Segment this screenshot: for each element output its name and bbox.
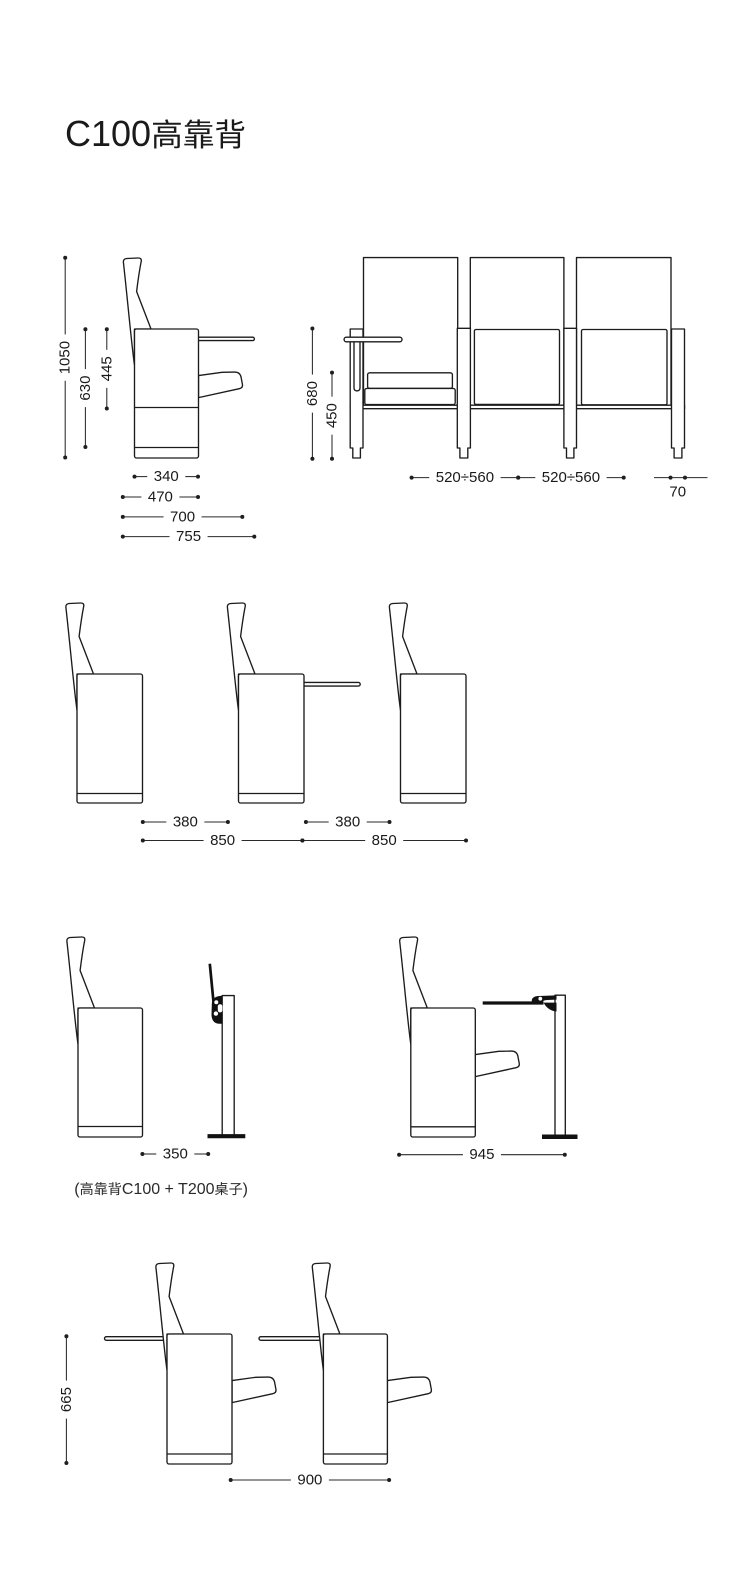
folded-seat-2 — [473, 328, 561, 406]
t200-open-hinge-top — [531, 995, 557, 1003]
dim-back-height: 630 — [77, 327, 94, 449]
row-chair-2-tablet — [301, 681, 361, 687]
dim-70: 70 — [654, 475, 708, 500]
t200-open-pole — [554, 994, 566, 1138]
svg-text:680: 680 — [304, 381, 321, 406]
dim-340: 340 — [132, 468, 200, 485]
svg-text:445: 445 — [98, 356, 115, 381]
svg-text:380: 380 — [173, 814, 198, 831]
svg-text:520÷560: 520÷560 — [542, 469, 600, 486]
tablet-support — [353, 340, 361, 392]
svg-text:470: 470 — [148, 489, 173, 506]
svg-text:630: 630 — [77, 376, 94, 401]
row-chair-1 — [65, 602, 144, 804]
hinge-hole-3 — [538, 996, 543, 1001]
side-chair-open-seat — [122, 257, 256, 459]
tablet-chair-1 — [103, 1262, 277, 1465]
dim-seat-height: 445 — [98, 327, 115, 411]
svg-text:1050: 1050 — [57, 341, 74, 374]
tablet-chair-2 — [258, 1262, 433, 1465]
page-title: C100高靠背 — [65, 113, 246, 154]
tablet-chair-1-board — [103, 1336, 170, 1341]
svg-text:900: 900 — [297, 1472, 322, 1489]
open-seat-cushion-top — [366, 372, 454, 390]
t200-table-folded — [207, 963, 246, 1139]
svg-text:520÷560: 520÷560 — [436, 469, 494, 486]
hinge-hole-1 — [214, 1000, 219, 1005]
dim-680: 680 — [304, 326, 321, 461]
folded-seat-3 — [580, 328, 668, 406]
hinge-hole-2 — [213, 1011, 219, 1016]
svg-text:665: 665 — [58, 1387, 75, 1412]
dim-945: 945 — [397, 1146, 567, 1163]
figure-tablet-row-spacing: 665 900 — [58, 1262, 433, 1489]
dim-pitch-1: 520÷560 — [409, 469, 521, 486]
dim-380-left: 380 — [140, 814, 230, 831]
figure-chair-with-t200: 350 945 (高靠背C100 + T200桌子) — [66, 936, 578, 1198]
row-chair-2 — [226, 602, 361, 804]
dim-700: 700 — [120, 508, 245, 525]
t200-chair-folded — [66, 936, 144, 1138]
front-row-drawing — [343, 256, 686, 459]
svg-text:850: 850 — [372, 832, 397, 849]
dim-350: 350 — [140, 1146, 211, 1163]
front-tablet-board — [343, 336, 403, 343]
figure-single-seat-side: 1050 630 445 340 470 700 755 — [57, 255, 257, 545]
dim-450: 450 — [324, 370, 341, 461]
svg-text:700: 700 — [170, 508, 195, 525]
dim-850-left: 850 — [140, 832, 305, 849]
svg-text:850: 850 — [210, 832, 235, 849]
svg-text:350: 350 — [163, 1146, 188, 1163]
dim-470: 470 — [120, 489, 200, 506]
chair-seat-box — [133, 328, 200, 459]
seat-cushion — [197, 371, 244, 399]
tablet-chair-2-board — [258, 1336, 326, 1341]
t200-folded-pole — [221, 994, 235, 1136]
t200-folded-hinge — [211, 995, 223, 1024]
dim-total-height: 1050 — [57, 255, 74, 460]
t200-chair-open — [398, 936, 520, 1138]
figure-caption: (高靠背C100 + T200桌子) — [74, 1181, 248, 1198]
dim-755: 755 — [120, 528, 257, 545]
figure-row-spacing-side: 380 380 850 850 — [65, 602, 468, 849]
svg-text:755: 755 — [176, 528, 201, 545]
bottom-rail — [349, 404, 686, 410]
hinge-notch — [217, 1004, 223, 1013]
svg-text:70: 70 — [669, 483, 686, 500]
open-seat-cushion-base — [364, 387, 456, 406]
svg-text:450: 450 — [324, 403, 341, 428]
dim-pitch-2: 520÷560 — [516, 469, 626, 486]
t200-table-open — [482, 994, 578, 1140]
end-panel-right — [670, 328, 686, 459]
dim-900: 900 — [228, 1472, 392, 1489]
t200-open-hinge-bottom — [543, 1002, 557, 1012]
svg-text:380: 380 — [335, 814, 360, 831]
mid-panel-2 — [563, 327, 578, 459]
dim-380-right: 380 — [303, 814, 392, 831]
row-chair-3 — [388, 602, 467, 804]
mid-panel-1 — [456, 327, 472, 459]
dim-850-right: 850 — [300, 832, 468, 849]
svg-text:340: 340 — [154, 468, 179, 485]
side-tablet-arm — [196, 336, 256, 342]
dim-665: 665 — [58, 1334, 75, 1465]
figure-three-seat-front: 680 450 520÷560 520÷560 70 — [304, 256, 708, 500]
svg-text:945: 945 — [469, 1146, 494, 1163]
